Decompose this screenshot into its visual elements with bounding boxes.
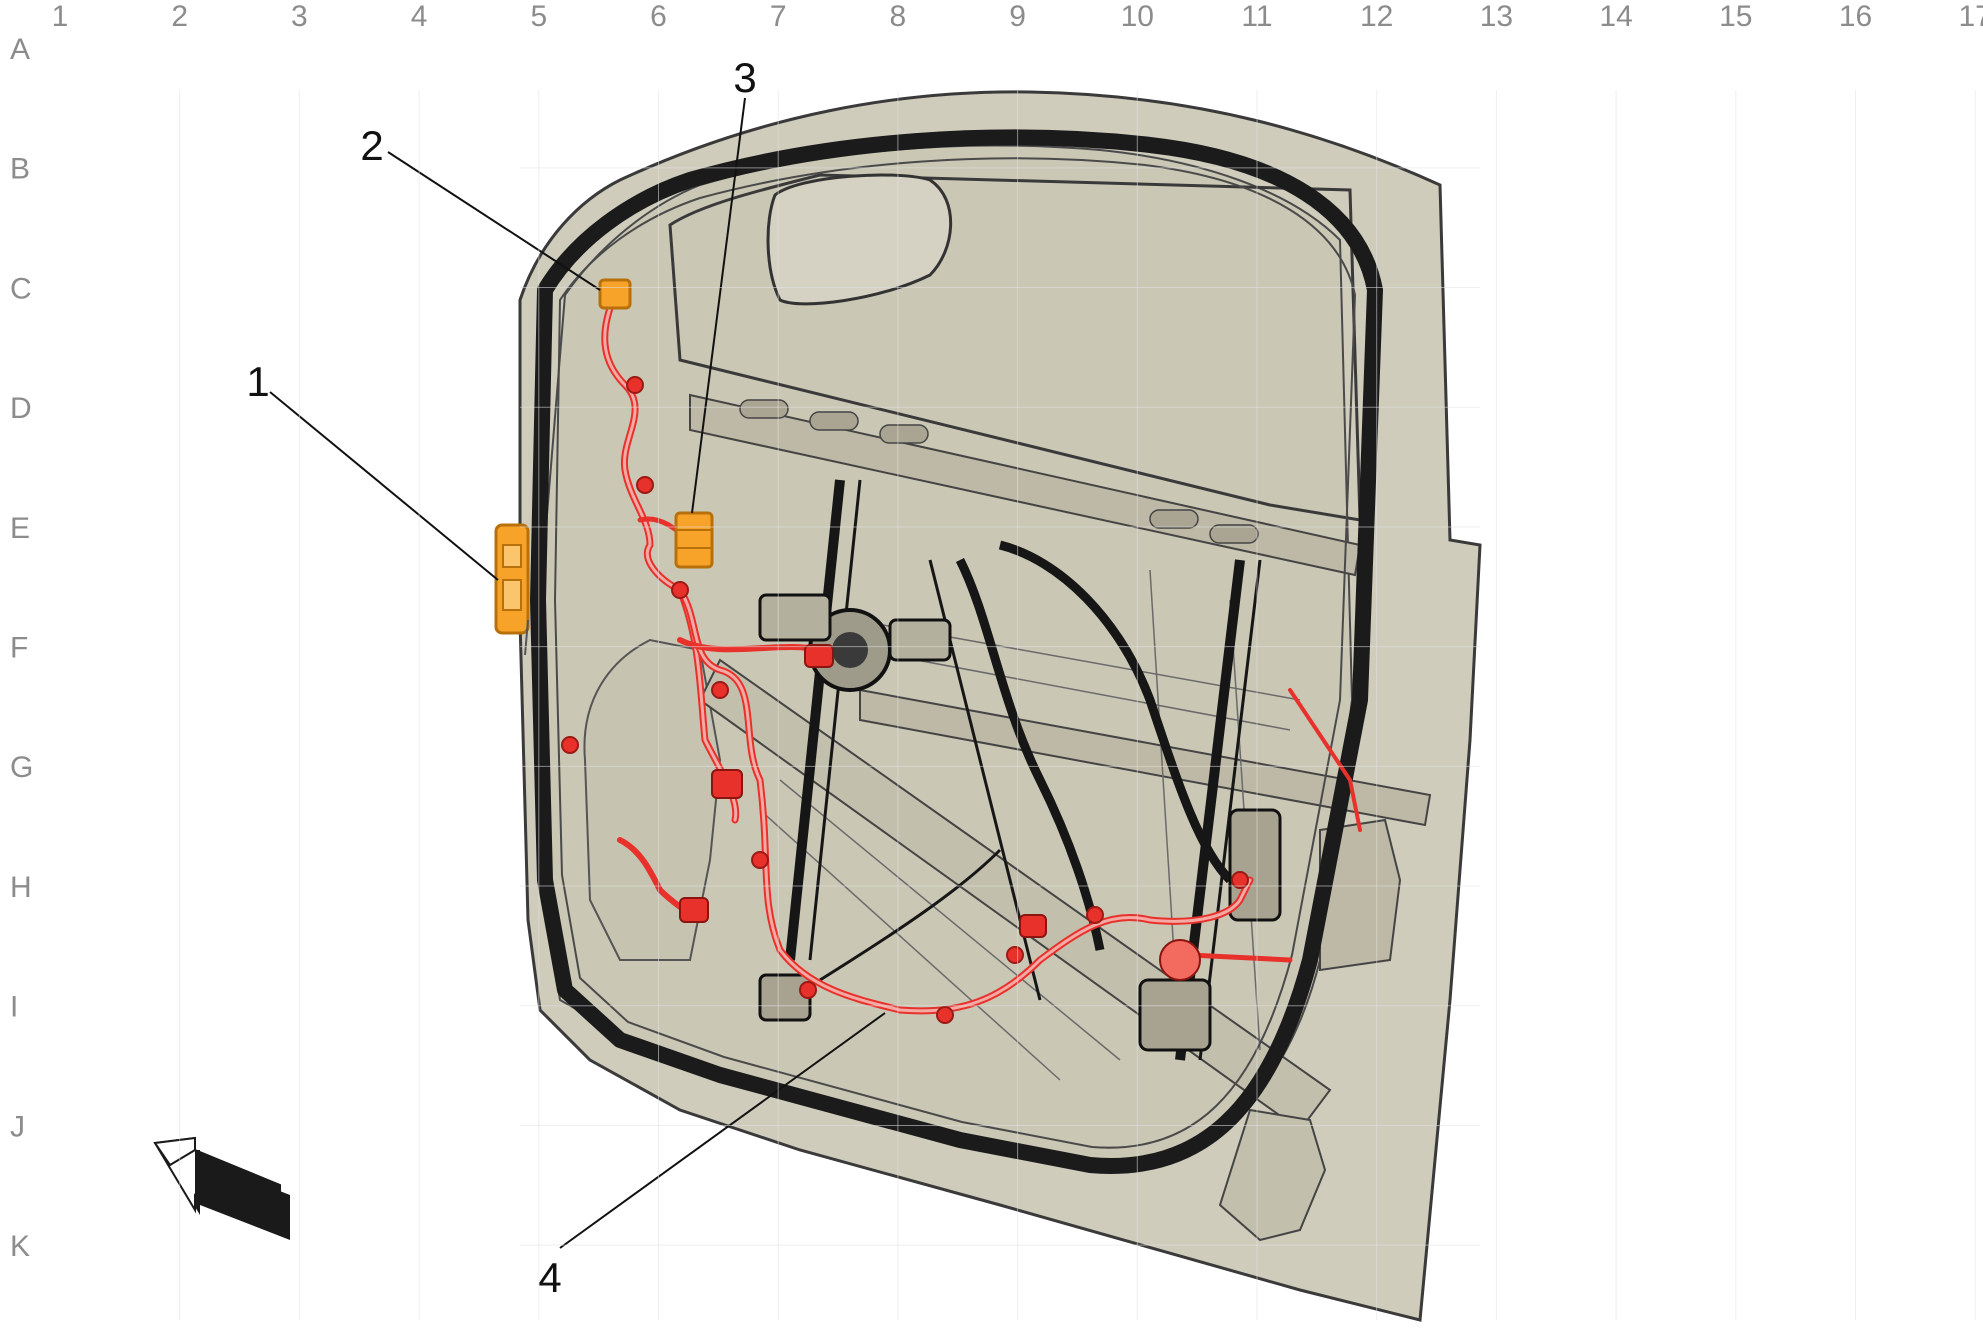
belt-slot-holes	[739, 399, 1259, 544]
grid-column-label: 4	[411, 0, 428, 33]
callout-4-label: 4	[538, 1254, 561, 1301]
grid-row-label: B	[10, 153, 30, 186]
callout-2: 2	[360, 122, 601, 291]
grid-column-label: 3	[291, 0, 308, 33]
grid-row-label: G	[10, 751, 33, 784]
window-frame	[668, 173, 1362, 522]
callout-1-label: 1	[246, 358, 269, 405]
grid-column-label: 2	[171, 0, 188, 33]
harness-clips	[561, 376, 1249, 1024]
grid-column-labels: 1234567891011121314151617	[52, 0, 1983, 33]
harness-connectors	[679, 644, 1201, 981]
grid-column-label: 12	[1360, 0, 1393, 33]
front-arrow-icon	[153, 1136, 290, 1240]
lower-panel-contour	[583, 638, 722, 961]
belt-reinforcement	[689, 393, 1362, 577]
grid-column-label: 14	[1599, 0, 1632, 33]
grid-row-label: F	[10, 632, 28, 665]
grid-column-label: 13	[1480, 0, 1513, 33]
side-mirror	[766, 173, 953, 306]
grid-row-label: H	[10, 871, 32, 904]
grid-column-label: 9	[1009, 0, 1026, 33]
bracket-lower-right	[1218, 1108, 1327, 1242]
callout-1: 1	[246, 358, 499, 581]
grid-row-labels: ABCDEFGHIJKL	[10, 33, 33, 1263]
grid-row-label: C	[10, 272, 32, 305]
grid-column-label: 17	[1959, 0, 1983, 33]
window-motor	[758, 593, 952, 692]
callout-2-label: 2	[360, 122, 383, 169]
grid-row-label: E	[10, 512, 30, 545]
grid-column-label: 1	[52, 0, 69, 33]
connector-1-module	[494, 523, 530, 656]
grid-column-label: 7	[770, 0, 787, 33]
grid-column-label: 10	[1121, 0, 1154, 33]
grid-column-label: 5	[530, 0, 547, 33]
connector-3	[674, 511, 714, 569]
door-weatherstrip-seal	[530, 129, 1383, 1174]
grid-row-label: A	[10, 33, 30, 66]
callout-3-label: 3	[733, 54, 756, 101]
grid-lines	[179, 90, 1976, 1320]
grid-column-label: 15	[1719, 0, 1752, 33]
door-weatherstrip-inner-edge	[553, 157, 1357, 1149]
grid-row-label: K	[10, 1230, 30, 1263]
grid-row-label: J	[10, 1110, 25, 1143]
grid-column-label: 8	[890, 0, 907, 33]
callout-3: 3	[691, 54, 757, 514]
callout-4: 4	[538, 1012, 886, 1301]
connector-2	[598, 278, 632, 310]
grid-row-label: I	[10, 991, 18, 1024]
regulator-lower-bracket	[758, 808, 1282, 1052]
grid-column-label: 11	[1241, 0, 1272, 33]
grid-row-label: D	[10, 392, 32, 425]
grid-column-label: 6	[650, 0, 667, 33]
grid-column-label: 16	[1839, 0, 1872, 33]
